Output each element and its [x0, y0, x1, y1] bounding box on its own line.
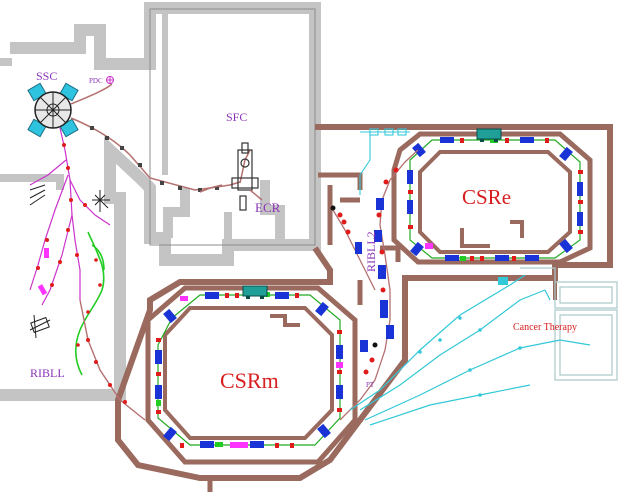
csr-building — [115, 124, 613, 492]
ssc-sfc-building — [0, 2, 321, 401]
ssc-sfc-injection-line — [70, 83, 251, 191]
label-ribll: RIBLL — [30, 366, 65, 380]
ribll-dots — [76, 258, 102, 347]
therapy-dots — [418, 277, 522, 397]
ecr-line — [199, 184, 263, 201]
csre-ring — [407, 137, 583, 261]
sfc-cyclotron — [231, 142, 259, 211]
csre-cyan-line — [359, 128, 410, 195]
csrm-electron-cooler — [242, 285, 268, 299]
ribll2-magnets — [330, 167, 399, 375]
csre-electron-cooler — [476, 128, 502, 142]
pdc-marker — [106, 76, 114, 84]
magenta-elements — [37, 248, 49, 296]
label-ssc: SSC — [36, 69, 57, 83]
label-pdc: PDC — [89, 77, 103, 85]
experimental-stations — [29, 184, 110, 339]
ssc-cyclotron — [27, 82, 79, 138]
label-pt: PT — [366, 381, 375, 389]
therapy-beamlines — [349, 274, 591, 426]
ribll-beamline — [74, 231, 105, 376]
label-cancer-therapy: Cancer Therapy — [513, 322, 577, 333]
label-sfc: SFC — [226, 110, 247, 124]
label-csrm: CSRm — [220, 368, 279, 393]
ssc-sfc-injection-magnets — [90, 126, 219, 192]
label-csre: CSRe — [462, 185, 511, 209]
ssc-extraction-dots — [36, 143, 87, 287]
csrm-injection-line — [79, 299, 146, 421]
label-ecr: ECR — [255, 200, 281, 215]
label-ribll2: RIBLL2 — [364, 231, 378, 272]
csrm-injection-dots — [86, 338, 127, 404]
ssc-extraction-lines — [29, 127, 111, 306]
cancer-therapy-room — [520, 267, 618, 381]
